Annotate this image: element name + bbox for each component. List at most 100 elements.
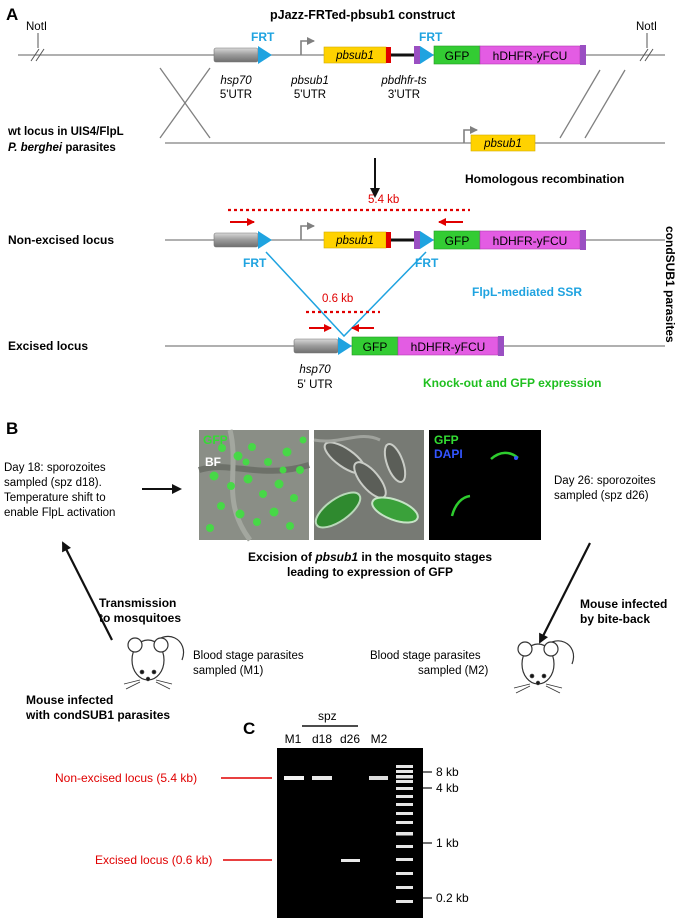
ladder-label-4kb: 4 kb — [436, 781, 459, 795]
flpl-ssr-label: FlpL-mediated SSR — [472, 285, 582, 299]
excised-band-label: Excised locus (0.6 kb) — [95, 853, 212, 867]
hdhfr-gene-label: hDHFR-yFCU — [411, 340, 486, 354]
frt-site-icon — [420, 46, 434, 64]
bite-back-line-2: by bite-back — [580, 612, 650, 626]
blood-m2-line-1: Blood stage parasites — [370, 650, 481, 662]
frt-label-top: FRT — [419, 30, 443, 44]
promoter-arrow-icon — [463, 126, 478, 143]
image3-dapi-label: DAPI — [434, 447, 463, 461]
non-excised-label: Non-excised locus — [8, 233, 114, 247]
stop-codon-block — [386, 232, 391, 248]
excision-caption-2: leading to expression of GFP — [287, 565, 453, 579]
transmission-line-1: Transmission — [99, 596, 176, 610]
pbdhfr-utr-block — [414, 46, 420, 64]
pbsub1-gene-label: pbsub1 — [335, 50, 374, 62]
mouse-infected-line-1: Mouse infected — [26, 693, 113, 707]
microscopy-gfp-dapi: GFP DAPI — [429, 430, 541, 540]
pbdhfr-utr-label: 3'UTR — [388, 89, 420, 101]
frt-site-icon — [258, 46, 272, 64]
panel-c-label: C — [243, 719, 255, 738]
band-d26-excised — [341, 859, 360, 862]
noti-right-label: NotI — [636, 21, 657, 33]
stop-codon-block — [386, 47, 391, 63]
crossover-lines — [159, 67, 626, 139]
gfp-gene-label: GFP — [445, 49, 470, 63]
frt-site-icon — [420, 231, 434, 249]
non-excised-row: 5.4 kb Non-excised locus pbsub1 GFP hDHF… — [8, 194, 665, 270]
spz-label: spz — [318, 709, 337, 723]
promoter-arrow-icon — [300, 222, 315, 240]
hsp70-utr-label: 5' UTR — [297, 379, 332, 391]
mouse-icon — [123, 635, 185, 690]
microscopy-salivary-gland — [313, 430, 424, 540]
hsp70-label: hsp70 — [299, 364, 331, 376]
day18-line-4: enable FlpL activation — [4, 507, 115, 519]
frt-label-left: FRT — [243, 256, 267, 270]
pbsub1-gene-label: pbsub1 — [483, 138, 522, 150]
size-small-label: 0.6 kb — [322, 293, 353, 305]
pbsub1-utr-label: 5'UTR — [294, 89, 326, 101]
pbsub1-gene-label: pbsub1 — [335, 235, 374, 247]
non-excised-band-label: Non-excised locus (5.4 kb) — [55, 771, 197, 785]
hdhfr-gene-label: hDHFR-yFCU — [493, 234, 568, 248]
day18-text: Day 18: sporozoites sampled (spz d18). T… — [4, 462, 115, 519]
hdhfr-gene-label: hDHFR-yFCU — [493, 49, 568, 63]
day18-line-3: Temperature shift to — [4, 492, 106, 504]
homologous-recombination-label: Homologous recombination — [465, 172, 624, 186]
band-m2-non-excised — [369, 776, 388, 780]
transmission-arrow — [62, 541, 113, 641]
wt-locus-row: wt locus in UIS4/FlpL P. berghei parasit… — [7, 126, 665, 154]
bite-back-arrow — [539, 542, 591, 644]
hsp70-utr-block — [293, 338, 339, 354]
day26-text: Day 26: sporozoites sampled (spz d26) — [554, 475, 656, 502]
construct-row: NotI NotI FRT pbsub1 FRT GFP hDHFR-yFCU … — [18, 21, 665, 101]
hsp70-utr-block — [213, 47, 259, 63]
gfp-gene-label: GFP — [363, 340, 388, 354]
frt-site-icon — [258, 231, 272, 249]
lane-label-m2: M2 — [371, 732, 388, 746]
blood-m1-line-1: Blood stage parasites — [193, 650, 304, 662]
size-large-label: 5.4 kb — [368, 194, 399, 206]
blood-m1-line-2: sampled (M1) — [193, 665, 263, 677]
day26-line-1: Day 26: sporozoites — [554, 475, 656, 487]
ladder-bands — [396, 765, 413, 903]
image-bf-label: BF — [205, 455, 221, 469]
frt-label-top: FRT — [251, 30, 275, 44]
wt-locus-label-2: P. berghei parasites — [8, 142, 116, 154]
pbsub1-promoter-label: pbsub1 — [290, 75, 329, 87]
lane-label-d26: d26 — [340, 732, 360, 746]
gel-lane-labels: M1 d18 d26 M2 — [285, 732, 388, 746]
ladder-label-0.2kb: 0.2 kb — [436, 891, 469, 905]
transmission-line-2: to mosquitoes — [99, 611, 181, 625]
band-m1-non-excised — [284, 776, 304, 780]
ladder-label-1kb: 1 kb — [436, 836, 459, 850]
excised-label: Excised locus — [8, 339, 88, 353]
lane-label-m1: M1 — [285, 732, 302, 746]
utr3-block — [580, 45, 586, 65]
construct-title: pJazz-FRTed-pbsub1 construct — [270, 8, 456, 22]
knockout-gfp-label: Knock-out and GFP expression — [423, 376, 601, 390]
ladder-label-8kb: 8 kb — [436, 765, 459, 779]
pbdhfr-label: pbdhfr-ts — [380, 75, 426, 87]
microscopy-gfp-bf: GFP BF — [198, 429, 310, 542]
mouse-icon — [513, 640, 575, 694]
panel-b-label: B — [6, 419, 18, 438]
day18-line-2: sampled (spz d18). — [4, 477, 102, 489]
utr3-block — [580, 230, 586, 250]
mouse-infected-line-2: with condSUB1 parasites — [25, 708, 170, 722]
image-gfp-label: GFP — [203, 433, 228, 447]
hsp70-utr-block — [213, 232, 259, 248]
frt-site-icon — [338, 337, 352, 355]
gel-image — [277, 748, 423, 918]
band-d18-non-excised — [312, 776, 332, 780]
noti-left-label: NotI — [26, 21, 47, 33]
wt-locus-label-1: wt locus in UIS4/FlpL — [7, 126, 124, 138]
pbsub1-gene-block — [470, 134, 536, 152]
ladder-marks — [423, 771, 432, 899]
image3-gfp-label: GFP — [434, 433, 459, 447]
panel-a-label: A — [6, 5, 18, 24]
bite-back-line-1: Mouse infected — [580, 597, 667, 611]
pbdhfr-utr-block — [414, 231, 420, 249]
flpl-excision-lines — [265, 251, 427, 338]
